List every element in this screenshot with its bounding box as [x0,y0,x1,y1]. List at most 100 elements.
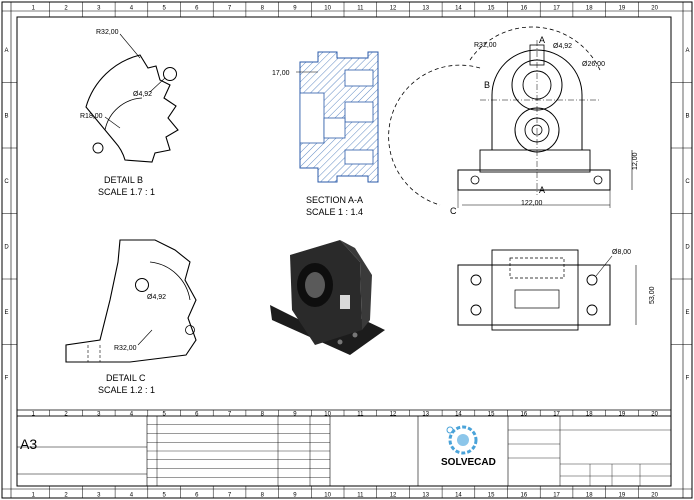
detail-b-r32: R32,00 [96,29,119,36]
sheet-size: A3 [20,436,37,452]
column-label-top: 12 [390,6,397,12]
company-logo: SOLVECAD [441,425,496,468]
column-label-top: 7 [228,6,232,12]
detail-c-scale: SCALE 1.2 : 1 [98,385,155,395]
column-label-tb: 12 [390,412,397,418]
column-label-bottom: 16 [521,493,528,499]
row-label-right: D [685,244,690,250]
section-marker-a-bottom: A [539,185,545,195]
detail-c-r32: R32,00 [114,345,137,352]
front-w122: 122,00 [521,200,543,207]
column-label-bottom: 7 [228,493,232,499]
column-label-top: 6 [195,6,199,12]
row-label-right: B [685,113,689,119]
column-label-tb: 17 [553,412,560,418]
column-label-bottom: 20 [651,493,658,499]
row-label-right: E [685,310,689,316]
title-block: A3 SOLVECAD [16,409,672,487]
column-label-tb: 14 [455,412,462,418]
section-aa-title: SECTION A-A [306,195,363,205]
column-label-tb: 1 [32,412,36,418]
column-label-top: 11 [357,6,364,12]
column-label-bottom: 14 [455,493,462,499]
detail-b-view: R32,00 Ø4,92 R18,00 DETAIL B SCALE 1.7 :… [80,29,179,197]
column-label-bottom: 5 [162,493,166,499]
column-label-tb: 20 [651,412,658,418]
top-view: Ø8,00 53,00 [457,249,656,331]
column-label-bottom: 18 [586,493,593,499]
column-label-bottom: 2 [64,493,68,499]
column-label-top: 19 [619,6,626,12]
column-label-top: 3 [97,6,101,12]
column-label-bottom: 10 [324,493,331,499]
column-label-tb: 16 [521,412,528,418]
section-marker-a-top: A [539,35,545,45]
column-label-top: 17 [553,6,560,12]
front-d492: Ø4,92 [553,43,572,50]
column-label-bottom: 8 [261,493,265,499]
column-label-tb: 10 [324,412,331,418]
isometric-render [270,240,385,355]
row-label-left: F [5,375,9,381]
column-label-top: 2 [64,6,68,12]
detail-c-view: Ø4,92 R32,00 DETAIL C SCALE 1.2 : 1 [65,239,197,395]
top-d8: Ø8,00 [612,249,631,256]
front-view: R32,00 Ø4,92 Ø26,00 122,00 12,00 A A B C [388,26,639,216]
column-label-top: 1 [32,6,36,12]
column-label-bottom: 3 [97,493,101,499]
detail-b-hole [163,67,177,81]
column-label-tb: 19 [619,412,626,418]
detail-marker-b: B [484,80,490,90]
row-label-right: F [686,375,690,381]
column-label-bottom: 15 [488,493,495,499]
column-label-tb: 8 [261,412,265,418]
row-label-left: D [4,244,9,250]
column-label-bottom: 12 [390,493,397,499]
column-label-bottom: 11 [357,493,364,499]
column-label-top: 5 [162,6,166,12]
column-label-tb: 6 [195,412,199,418]
row-label-right: A [685,48,689,54]
column-label-tb: 3 [97,412,101,418]
column-label-top: 8 [261,6,265,12]
column-label-bottom: 19 [619,493,626,499]
column-label-bottom: 9 [293,493,297,499]
column-label-tb: 2 [64,412,68,418]
detail-c-title: DETAIL C [106,373,146,383]
column-label-top: 13 [422,6,429,12]
column-label-tb: 13 [422,412,429,418]
detail-b-d492: Ø4,92 [133,91,152,98]
column-label-top: 18 [586,6,593,12]
column-label-top: 15 [488,6,495,12]
column-label-top: 16 [521,6,528,12]
column-label-bottom: 4 [130,493,134,499]
column-label-bottom: 17 [553,493,560,499]
front-h12: 12,00 [632,152,639,170]
detail-b-outline [85,54,179,163]
row-label-right: C [685,179,690,185]
front-r32: R32,00 [474,42,497,49]
column-labels: 1112223334445556667778889991010101111111… [32,6,659,499]
detail-b-r18: R18,00 [80,113,103,120]
column-label-bottom: 13 [422,493,429,499]
column-label-tb: 15 [488,412,495,418]
column-label-top: 14 [455,6,462,12]
column-label-top: 9 [293,6,297,12]
detail-marker-c: C [450,206,457,216]
detail-c-d492: Ø4,92 [147,294,166,301]
column-label-bottom: 1 [32,493,36,499]
front-d26: Ø26,00 [582,61,605,68]
company-name: SOLVECAD [441,457,496,468]
column-label-tb: 11 [357,412,364,418]
section-aa-scale: SCALE 1 : 1.4 [306,207,363,217]
row-label-left: B [4,113,8,119]
column-label-tb: 9 [293,412,297,418]
section-aa-view: 17,00 SECTION A-A SCALE 1 : 1.4 [272,51,379,217]
row-label-left: A [4,48,8,54]
column-label-tb: 18 [586,412,593,418]
column-label-top: 10 [324,6,331,12]
column-label-top: 20 [651,6,658,12]
